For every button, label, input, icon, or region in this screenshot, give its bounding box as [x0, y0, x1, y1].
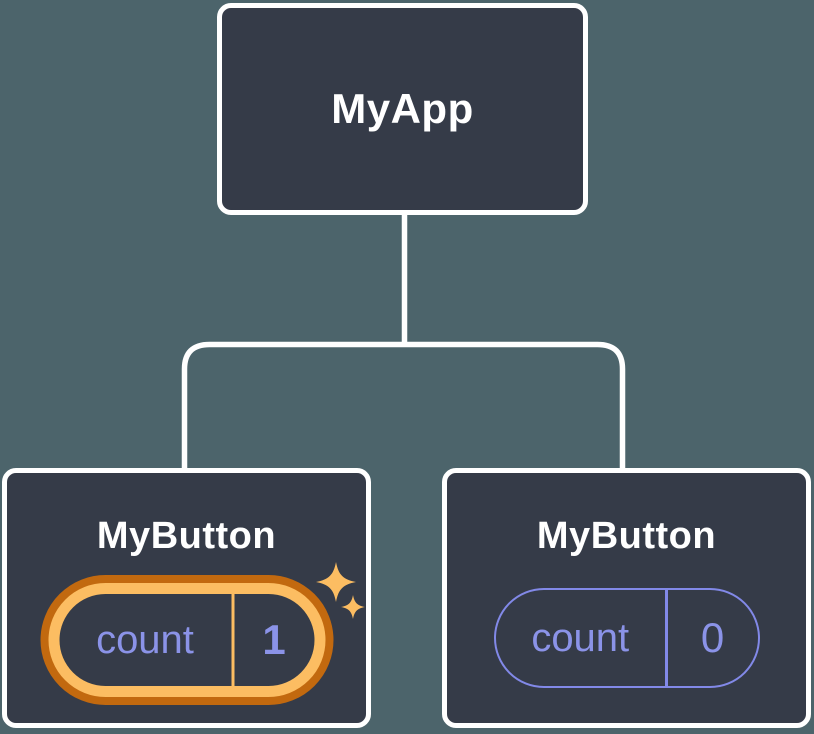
- component-node-mybutton-left: MyButton count 1: [2, 468, 371, 728]
- state-value: 0: [700, 614, 725, 661]
- component-node-myapp: MyApp: [217, 3, 588, 215]
- state-highlight-ring: count 1: [40, 575, 333, 705]
- state-pill-left: count 1: [59, 594, 314, 686]
- state-pill-right: count 0: [493, 588, 760, 688]
- node-label-mybutton-left: MyButton: [96, 515, 277, 557]
- component-node-mybutton-right: MyButton count 0: [442, 468, 811, 728]
- state-pill-divider: [231, 594, 234, 686]
- state-key-label: count: [96, 617, 194, 662]
- state-value: 1: [262, 616, 286, 663]
- node-label-myapp: MyApp: [331, 85, 474, 132]
- state-pill-divider: [665, 590, 668, 686]
- state-key-label: count: [531, 615, 630, 660]
- node-label-mybutton-right: MyButton: [536, 515, 717, 557]
- connector-children-bracket: [181, 341, 626, 472]
